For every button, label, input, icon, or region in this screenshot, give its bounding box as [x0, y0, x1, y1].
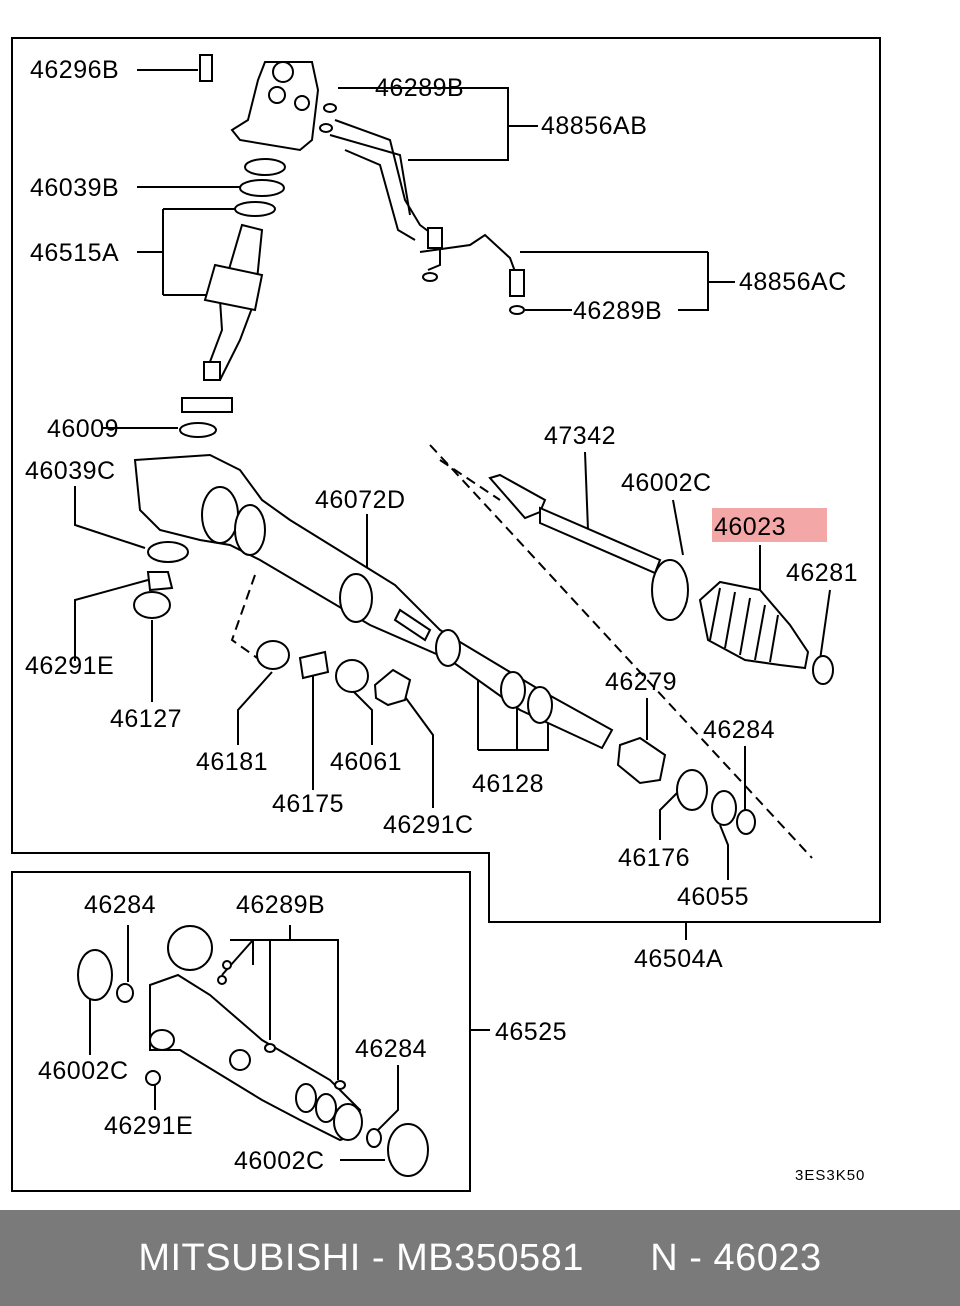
main-assembly-frame	[11, 37, 881, 923]
label-46289B-mid: 46289B	[573, 297, 662, 325]
label-46009: 46009	[47, 415, 119, 443]
leader-lines	[74, 69, 831, 1161]
label-46279: 46279	[605, 668, 677, 696]
label-46291C: 46291C	[383, 811, 474, 839]
separator: -	[360, 1236, 397, 1279]
label-46504A: 46504A	[634, 945, 723, 973]
label-46284-b2: 46284	[355, 1035, 427, 1063]
label-46289B-b: 46289B	[236, 891, 325, 919]
label-46296B: 46296B	[30, 56, 119, 84]
label-46055: 46055	[677, 883, 749, 911]
separator: -	[678, 1236, 714, 1279]
label-47342: 47342	[544, 422, 616, 450]
part-drawings	[77, 54, 834, 1177]
spacer	[584, 1237, 650, 1280]
label-46291E-b: 46291E	[104, 1112, 193, 1140]
part-number: MB350581	[396, 1236, 584, 1279]
label-46291E-top: 46291E	[25, 652, 114, 680]
label-46023: 46023	[714, 513, 786, 541]
label-46002C-top: 46002C	[621, 469, 712, 497]
parts-diagram: 46296B 46289B 48856AB 46039B 46515A 4885…	[11, 37, 881, 1192]
brand-name: MITSUBISHI	[138, 1236, 361, 1279]
highlight-box	[712, 508, 827, 542]
label-46176: 46176	[618, 844, 690, 872]
label-48856AC: 48856AC	[739, 268, 847, 296]
label-46515A: 46515A	[30, 239, 119, 267]
valve-body-frame	[11, 871, 471, 1192]
label-46002C-b1: 46002C	[38, 1057, 129, 1085]
label-46127: 46127	[110, 705, 182, 733]
footer-bar: MITSUBISHI - MB350581 N - 46023	[0, 1210, 960, 1306]
label-46061: 46061	[330, 748, 402, 776]
label-46072D: 46072D	[315, 486, 406, 514]
label-46284-b1: 46284	[84, 891, 156, 919]
label-46002C-b2: 46002C	[234, 1147, 325, 1175]
label-46289B-top: 46289B	[375, 74, 464, 102]
label-46175: 46175	[272, 790, 344, 818]
label-46284-top: 46284	[703, 716, 775, 744]
diagram-code: 3ES3K50	[795, 1167, 865, 1184]
label-46128: 46128	[472, 770, 544, 798]
label-48856AB: 48856AB	[541, 112, 647, 140]
ref-prefix: N	[650, 1236, 679, 1279]
label-46039C: 46039C	[25, 457, 116, 485]
part-labels: 46296B 46289B 48856AB 46039B 46515A 4885…	[25, 56, 865, 1184]
label-46039B: 46039B	[30, 174, 119, 202]
ref-number: 46023	[713, 1236, 822, 1279]
label-46181: 46181	[196, 748, 268, 776]
label-46281: 46281	[786, 559, 858, 587]
label-46525: 46525	[495, 1018, 567, 1046]
